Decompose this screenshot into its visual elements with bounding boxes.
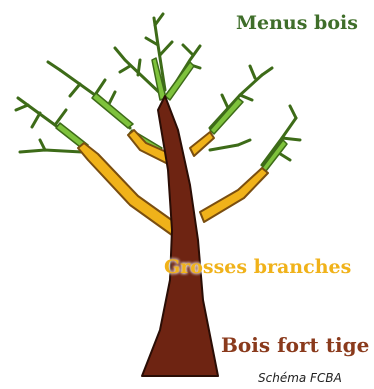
label-grosses-branches: Grosses branches — [164, 256, 351, 278]
credit-text: Schéma FCBA — [258, 371, 342, 385]
label-bois-fort-tige: Bois fort tige — [221, 333, 369, 357]
label-menus-bois: Menus bois — [236, 12, 358, 34]
